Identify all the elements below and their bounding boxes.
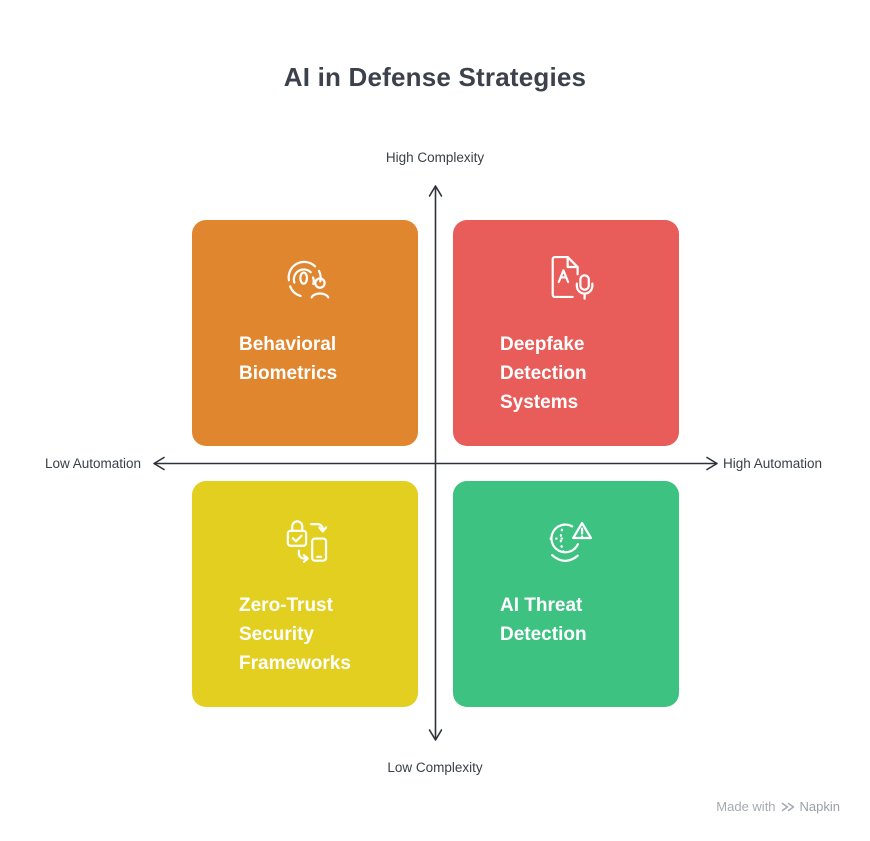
- page-title: AI in Defense Strategies: [283, 62, 587, 92]
- arrowhead-right-icon: [706, 456, 718, 471]
- quadrant-label-ai-threat-detection: AI Threat Detection: [500, 595, 587, 645]
- axis-label-high-automation: High Automation: [723, 456, 823, 471]
- face-threat-alert-icon: [535, 507, 597, 569]
- quadrant-card-deepfake-detection: Deepfake Detection Systems: [453, 220, 679, 446]
- quadrant-label-deepfake-detection: Deepfake Detection Systems: [500, 334, 587, 413]
- quadrant-card-zero-trust: Zero-Trust Security Frameworks: [192, 481, 418, 707]
- axis-label-low-automation: Low Automation: [44, 456, 141, 471]
- arrowhead-up-icon: [428, 185, 443, 197]
- watermark-brand-text: Napkin: [799, 799, 840, 814]
- quadrant-label-behavioral-biometrics: Behavioral Biometrics: [239, 334, 338, 384]
- napkin-logo-icon: [781, 800, 795, 814]
- lock-device-verification-icon: [274, 507, 336, 569]
- arrowhead-down-icon: [428, 729, 443, 741]
- arrowhead-left-icon: [153, 456, 165, 471]
- quadrant-card-ai-threat-detection: AI Threat Detection: [453, 481, 679, 707]
- axis-label-low-complexity: Low Complexity: [387, 760, 483, 775]
- quadrant-card-behavioral-biometrics: Behavioral Biometrics: [192, 220, 418, 446]
- axis-label-high-complexity: High Complexity: [385, 150, 485, 165]
- watermark: Made with Napkin: [716, 799, 840, 814]
- watermark-made-with-text: Made with: [716, 799, 776, 814]
- document-voice-detection-icon: [535, 246, 597, 308]
- fingerprint-identity-icon: [274, 246, 336, 308]
- quadrant-label-zero-trust: Zero-Trust Security Frameworks: [239, 595, 351, 674]
